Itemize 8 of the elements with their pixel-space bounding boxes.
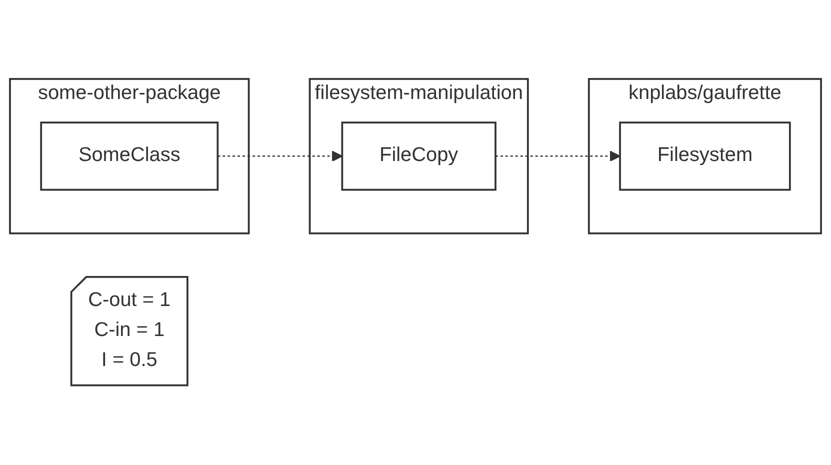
node-box — [341, 122, 496, 192]
cluster — [9, 78, 250, 235]
arrow — [218, 151, 343, 162]
node-box — [619, 122, 791, 192]
cluster — [588, 78, 822, 235]
arrow — [496, 151, 620, 162]
node-box — [40, 122, 219, 192]
cluster — [308, 78, 529, 235]
